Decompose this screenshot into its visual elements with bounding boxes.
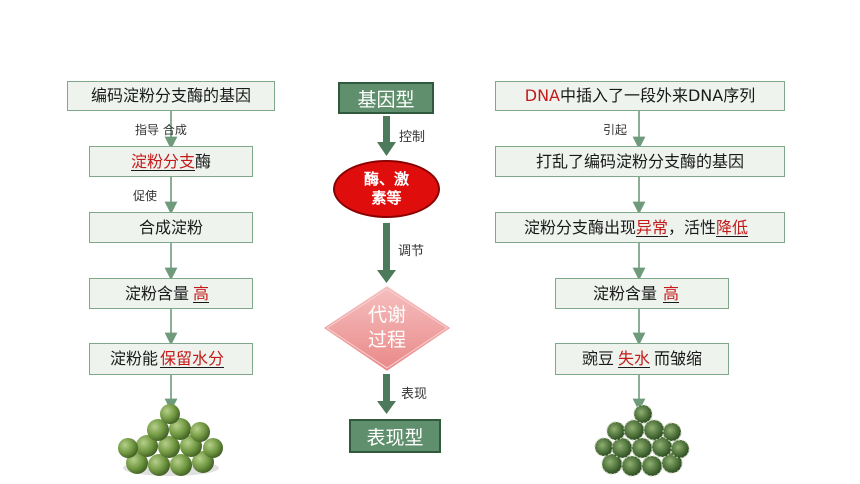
metabolism-text-line2: 过程 xyxy=(367,329,406,351)
center-arrow-label-express: 表现 xyxy=(401,387,428,402)
center-arrow-label-regulate: 调节 xyxy=(398,244,425,259)
left-arrow-label-guide: 指导 合成 xyxy=(135,123,187,137)
center-arrows xyxy=(377,116,396,414)
metabolism-text: 代谢 过程 xyxy=(337,300,437,356)
center-arrow-label-control: 控制 xyxy=(399,130,426,145)
left-box-starch-content-answer: 高 xyxy=(193,283,210,303)
left-box-gene-text: 编码淀粉分支酶的基因 xyxy=(90,86,251,105)
left-box-enzyme-suffix: 酶 xyxy=(195,151,212,171)
phenotype-text: 表现型 xyxy=(366,426,424,449)
left-box-water: 淀粉能保留水分 xyxy=(89,343,253,375)
left-box-synthesis-text: 合成淀粉 xyxy=(138,217,203,237)
left-box-enzyme: 淀粉分支酶 xyxy=(89,146,253,177)
left-box-synthesis: 合成淀粉 xyxy=(89,212,253,243)
metabolism-text-line1: 代谢 xyxy=(367,304,406,327)
left-box-gene: 编码淀粉分支酶的基因 xyxy=(67,81,275,111)
right-arrow-label-cause: 引起 xyxy=(603,123,628,137)
right-box5-suffix: 而皱缩 xyxy=(654,349,703,368)
genotype-box: 基因型 xyxy=(338,82,434,114)
right-box-disrupt-text: 打乱了编码淀粉分支酶的基因 xyxy=(535,151,744,171)
enzyme-hormone-ellipse: 酶、激 素等 xyxy=(333,160,440,218)
wrinkled-peas-image xyxy=(594,404,690,477)
right-box5-prefix: 豌豆 xyxy=(581,349,614,368)
phenotype-box: 表现型 xyxy=(349,419,441,453)
left-box-starch-content: 淀粉含量高 xyxy=(89,278,253,309)
right-box-disrupt: 打乱了编码淀粉分支酶的基因 xyxy=(495,146,785,177)
right-box3-answer2: 降低 xyxy=(716,217,749,237)
right-box3-mid: ，活性 xyxy=(668,217,717,237)
enzyme-text-line1: 酶、激 xyxy=(363,170,409,189)
right-box4-prefix: 淀粉含量 xyxy=(592,283,657,303)
right-box-starch-content: 淀粉含量高 xyxy=(555,278,729,309)
right-box4-answer: 高 xyxy=(663,283,680,303)
right-box-wrinkle: 豌豆失水而皱缩 xyxy=(555,343,729,375)
right-box5-answer: 失水 xyxy=(617,349,650,368)
genotype-text: 基因型 xyxy=(357,88,415,111)
left-box-starch-content-prefix: 淀粉含量 xyxy=(124,283,189,303)
left-box-water-answer: 保留水分 xyxy=(160,349,225,368)
left-arrow-label-promote: 促使 xyxy=(133,189,158,203)
right-box3-answer1: 异常 xyxy=(635,217,668,237)
right-box3-prefix: 淀粉分支酶出现 xyxy=(523,217,636,237)
metabolism-diamond xyxy=(320,283,454,374)
right-box-dna-red: DNA xyxy=(524,86,560,105)
round-peas-image xyxy=(118,404,223,476)
left-box-water-prefix: 淀粉能 xyxy=(109,349,158,368)
enzyme-text-line2: 素等 xyxy=(371,189,402,207)
right-box-enzyme-abnormal: 淀粉分支酶出现异常，活性降低 xyxy=(495,212,785,243)
left-box-enzyme-answer: 淀粉分支 xyxy=(130,151,195,171)
right-box-dna-rest: 中插入了一段外来DNA序列 xyxy=(559,86,756,105)
